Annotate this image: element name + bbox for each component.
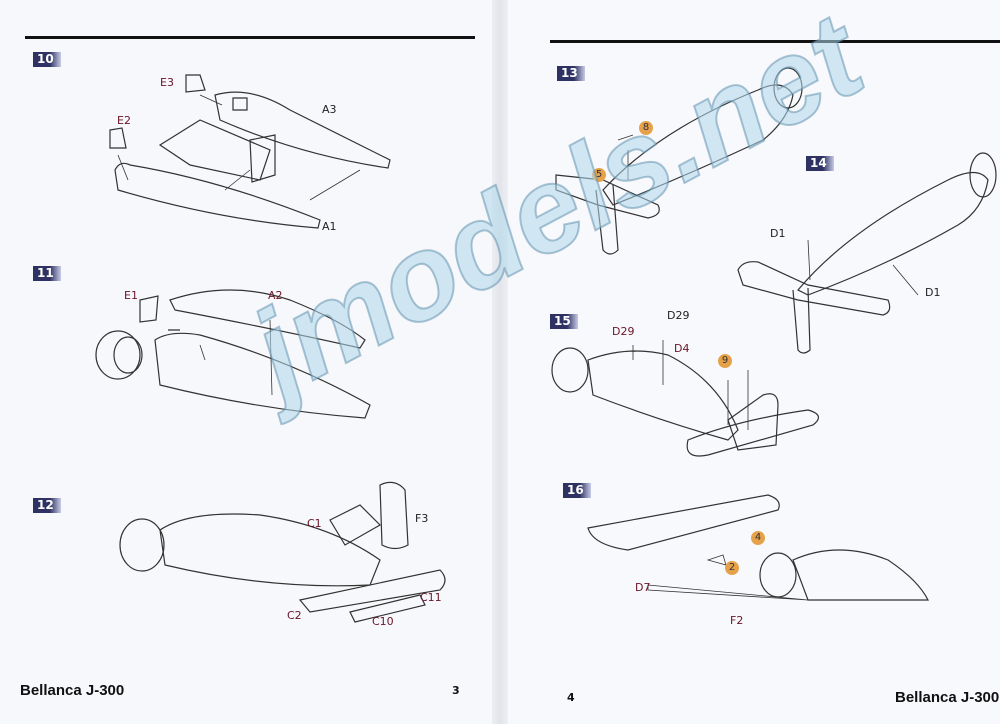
part-label: C10 <box>372 615 394 628</box>
step-badge: 10 <box>33 52 61 67</box>
header-rule <box>550 40 1000 43</box>
part-label: D1 <box>925 286 941 299</box>
part-label: D1 <box>770 227 786 240</box>
left-page: 10 E3 A3 E2 A1 11 E1 A2 12 C1 F3 C2 C11 … <box>0 0 492 724</box>
part-label: C1 <box>307 517 322 530</box>
page-number: 3 <box>452 684 460 697</box>
part-label: A1 <box>322 220 337 233</box>
callout-number: 9 <box>718 354 732 368</box>
step-badge: 15 <box>550 314 578 329</box>
tailplane-13 <box>555 174 660 219</box>
part-label: D29 <box>667 309 690 322</box>
part-label: E2 <box>117 114 131 127</box>
right-page: 13 8 5 14 D1 D1 15 D29 D29 D4 9 16 4 2 D… <box>508 0 1000 724</box>
part-label: E1 <box>124 289 138 302</box>
assembly-drawings-right <box>551 67 997 601</box>
page-number: 4 <box>567 691 575 704</box>
part-label: D29 <box>612 325 635 338</box>
windshield-e1 <box>139 295 180 331</box>
part-label: C2 <box>287 609 302 622</box>
engine-16 <box>759 552 797 598</box>
callout-number: 8 <box>639 121 653 135</box>
engine-cowling <box>95 330 141 380</box>
engine-15 <box>551 347 589 393</box>
part-label: D7 <box>635 581 651 594</box>
fuselage-assembled <box>159 513 381 587</box>
part-label: C11 <box>420 591 442 604</box>
callout-number: 2 <box>725 561 739 575</box>
fuselage-top-a2 <box>169 289 366 349</box>
step-badge: 16 <box>563 483 591 498</box>
windows <box>109 74 248 149</box>
fin-13 <box>595 184 619 255</box>
fuselage-15 <box>587 350 739 441</box>
cockpit-floor <box>158 119 276 183</box>
stabilizers <box>298 569 446 623</box>
footer-title: Bellanca J-300 <box>895 689 1000 706</box>
step-badge: 13 <box>557 66 585 81</box>
fuselage-side-a3 <box>214 91 391 169</box>
rudder-f3 <box>379 481 409 550</box>
assembly-drawings-left <box>95 74 446 623</box>
step-badge: 11 <box>33 266 61 281</box>
part-label: E3 <box>160 76 174 89</box>
callout-number: 5 <box>592 168 606 182</box>
part-label: A2 <box>268 289 283 302</box>
fuselage-body <box>154 332 371 419</box>
engine <box>119 518 165 572</box>
part-label: D4 <box>674 342 690 355</box>
part-label: F2 <box>730 614 744 627</box>
gutter <box>492 0 508 724</box>
step-badge: 14 <box>806 156 834 171</box>
wing-16 <box>587 494 780 551</box>
fin-c1 <box>329 504 381 546</box>
fin-14 <box>792 287 811 354</box>
footer-title: Bellanca J-300 <box>20 682 125 699</box>
tailplane-15 <box>686 409 819 457</box>
step-badge: 12 <box>33 498 61 513</box>
fuselage-13 <box>602 84 794 206</box>
fuselage-14 <box>797 171 989 296</box>
header-rule <box>25 36 475 39</box>
part-label: A3 <box>322 103 337 116</box>
fuselage-side-a1 <box>114 162 321 229</box>
callout-number: 4 <box>751 531 765 545</box>
part-label: F3 <box>415 512 429 525</box>
fuselage-16 <box>792 549 929 601</box>
tailplane-14 <box>737 261 891 316</box>
fin-15 <box>727 393 779 451</box>
